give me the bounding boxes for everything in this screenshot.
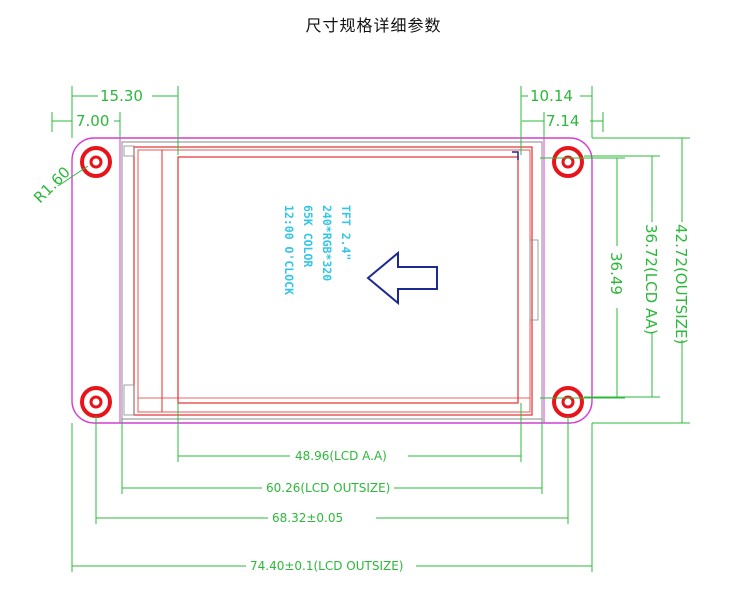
screen-label-line3: 65K COLOR: [301, 205, 315, 267]
orientation-arrow-icon: [366, 250, 438, 306]
dim-top-right-2: 7.14: [546, 112, 579, 130]
dim-bottom-total: 74.40±0.1(LCD OUTSIZE): [250, 559, 404, 573]
dim-right-outside: 42.72(OUTSIZE): [672, 224, 690, 344]
lcd-tab-top-left: [123, 145, 135, 157]
dim-bottom-holes: 68.32±0.05: [272, 511, 343, 525]
mounting-hole-bottom-right: [552, 386, 584, 418]
dim-bottom-lcd-aa: 48.96(LCD A.A): [295, 449, 387, 463]
dim-top-left-1: 15.30: [100, 87, 143, 105]
dim-bottom-lcd-outsize: 60.26(LCD OUTSIZE): [266, 481, 390, 495]
screen-label-line1: TFT 2.4": [339, 205, 353, 260]
mounting-hole-top-left: [80, 146, 112, 178]
dim-top-left-2: 7.00: [76, 112, 109, 130]
lcd-tab-right: [529, 239, 539, 321]
screen-label-line4: 12:00 O'CLOCK: [282, 205, 296, 295]
dim-radius: R1.60: [30, 163, 74, 207]
lcd-active-area: [177, 156, 519, 404]
dim-top-right-1: 10.14: [530, 87, 573, 105]
screen-label: TFT 2.4" 240*RGB*320 65K COLOR 12:00 O'C…: [282, 205, 353, 295]
dimension-lines: [51, 86, 690, 572]
lcd-glass: [133, 146, 533, 416]
mounting-hole-top-right: [552, 146, 584, 178]
lcd-tab-bottom-left: [123, 384, 135, 416]
dim-right-inner: 36.49: [607, 252, 625, 295]
page-title: 尺寸规格详细参数: [305, 16, 442, 35]
pcb-outline: [71, 137, 593, 424]
dim-right-lcd-aa: 36.72(LCD AA): [642, 224, 660, 335]
screen-label-line2: 240*RGB*320: [320, 205, 334, 281]
lcd-outer-frame: [121, 141, 543, 420]
mounting-hole-bottom-left: [80, 386, 112, 418]
lcd-corner-mark: [512, 151, 519, 160]
